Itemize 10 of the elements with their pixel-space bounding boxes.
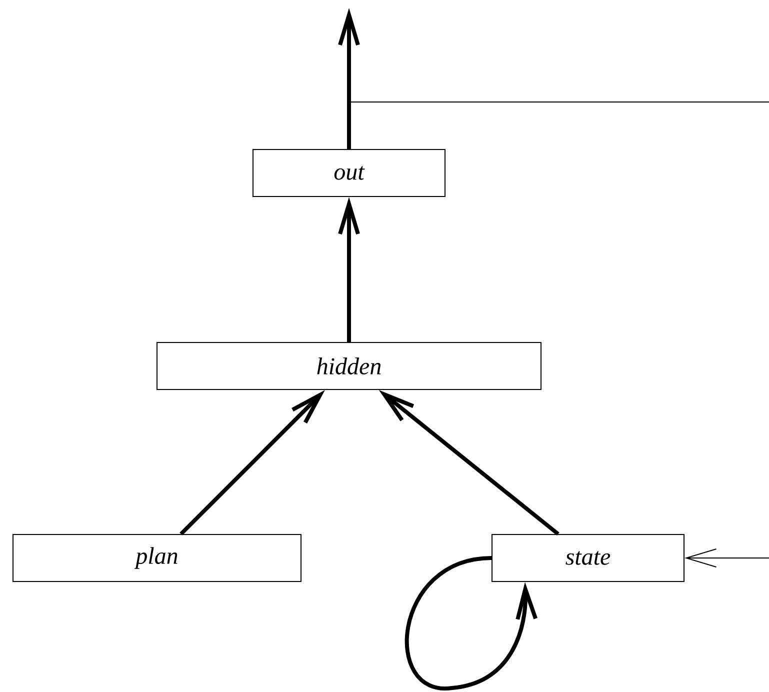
arrow bbox=[180, 390, 326, 536]
arrow bbox=[338, 197, 360, 342]
arrow bbox=[684, 548, 769, 568]
box: hidden bbox=[156, 342, 542, 390]
box: plan bbox=[12, 534, 302, 582]
arrow bbox=[378, 390, 560, 536]
box: state bbox=[492, 534, 684, 582]
loop-arrow bbox=[404, 556, 538, 690]
box: out bbox=[252, 149, 446, 197]
arrow bbox=[338, 8, 360, 149]
